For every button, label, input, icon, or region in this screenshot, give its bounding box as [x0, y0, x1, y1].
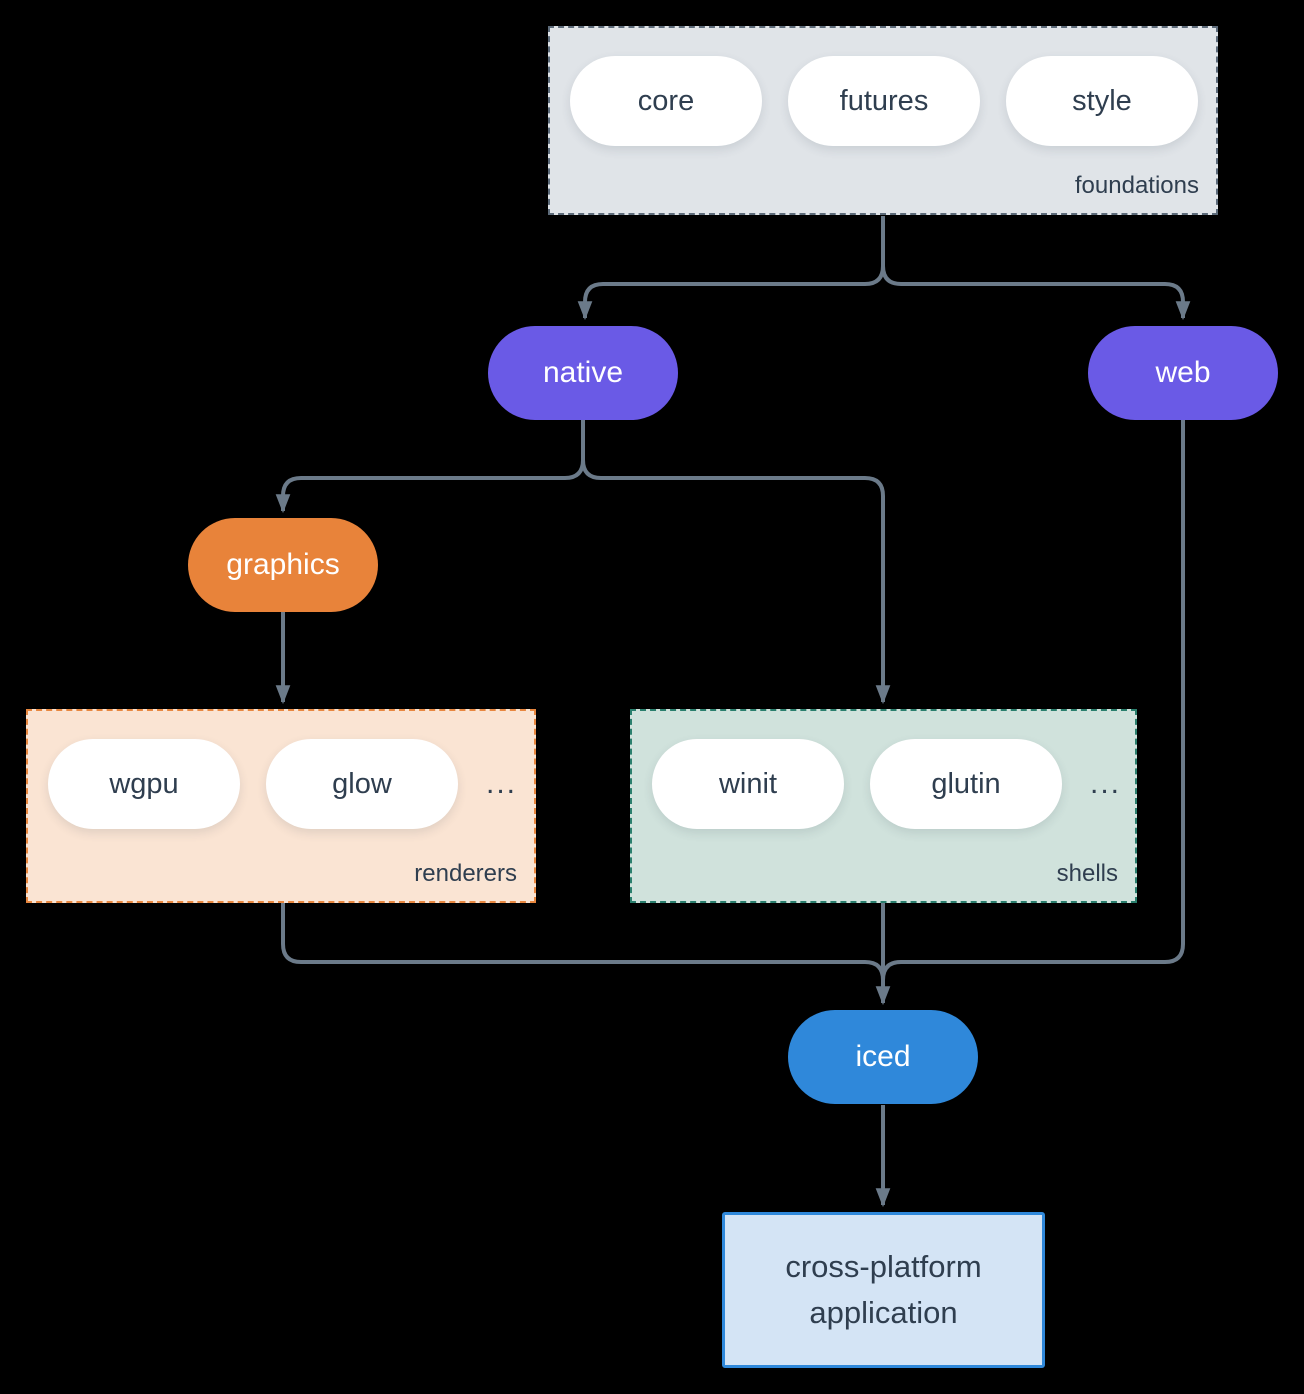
- group-renderers: wgpu glow ... renderers: [26, 709, 536, 903]
- edge-native-graphics: [275, 420, 585, 514]
- shells-pill-row: winit glutin ...: [632, 711, 1135, 829]
- shells-more-ellipsis: ...: [1090, 767, 1122, 800]
- renderers-pill-row: wgpu glow ...: [28, 711, 534, 829]
- edge-foundations-web: [881, 216, 1191, 321]
- shells-label: shells: [1056, 860, 1118, 887]
- node-iced: iced: [788, 1010, 978, 1104]
- application-label-line2: application: [809, 1295, 958, 1330]
- node-graphics: graphics: [188, 518, 378, 612]
- edge-renderers-merge: [281, 903, 885, 988]
- crate-glow: glow: [266, 739, 458, 829]
- node-native: native: [488, 326, 678, 420]
- group-shells: winit glutin ... shells: [630, 709, 1137, 903]
- crate-style: style: [1006, 56, 1198, 146]
- crate-core: core: [570, 56, 762, 146]
- foundations-label: foundations: [1074, 172, 1199, 199]
- crate-winit: winit: [652, 739, 844, 829]
- foundations-pill-row: core futures style: [550, 28, 1216, 146]
- node-web: web: [1088, 326, 1278, 420]
- crate-wgpu: wgpu: [48, 739, 240, 829]
- edge-native-shells: [581, 420, 891, 705]
- node-cross-platform-application: cross-platform application: [722, 1212, 1045, 1368]
- crate-glutin: glutin: [870, 739, 1062, 829]
- renderers-label: renderers: [414, 860, 517, 887]
- edge-foundations-native: [577, 216, 885, 321]
- application-label-line1: cross-platform: [785, 1248, 982, 1284]
- crate-futures: futures: [788, 56, 980, 146]
- renderers-more-ellipsis: ...: [486, 767, 518, 800]
- group-foundations: core futures style foundations: [548, 26, 1218, 215]
